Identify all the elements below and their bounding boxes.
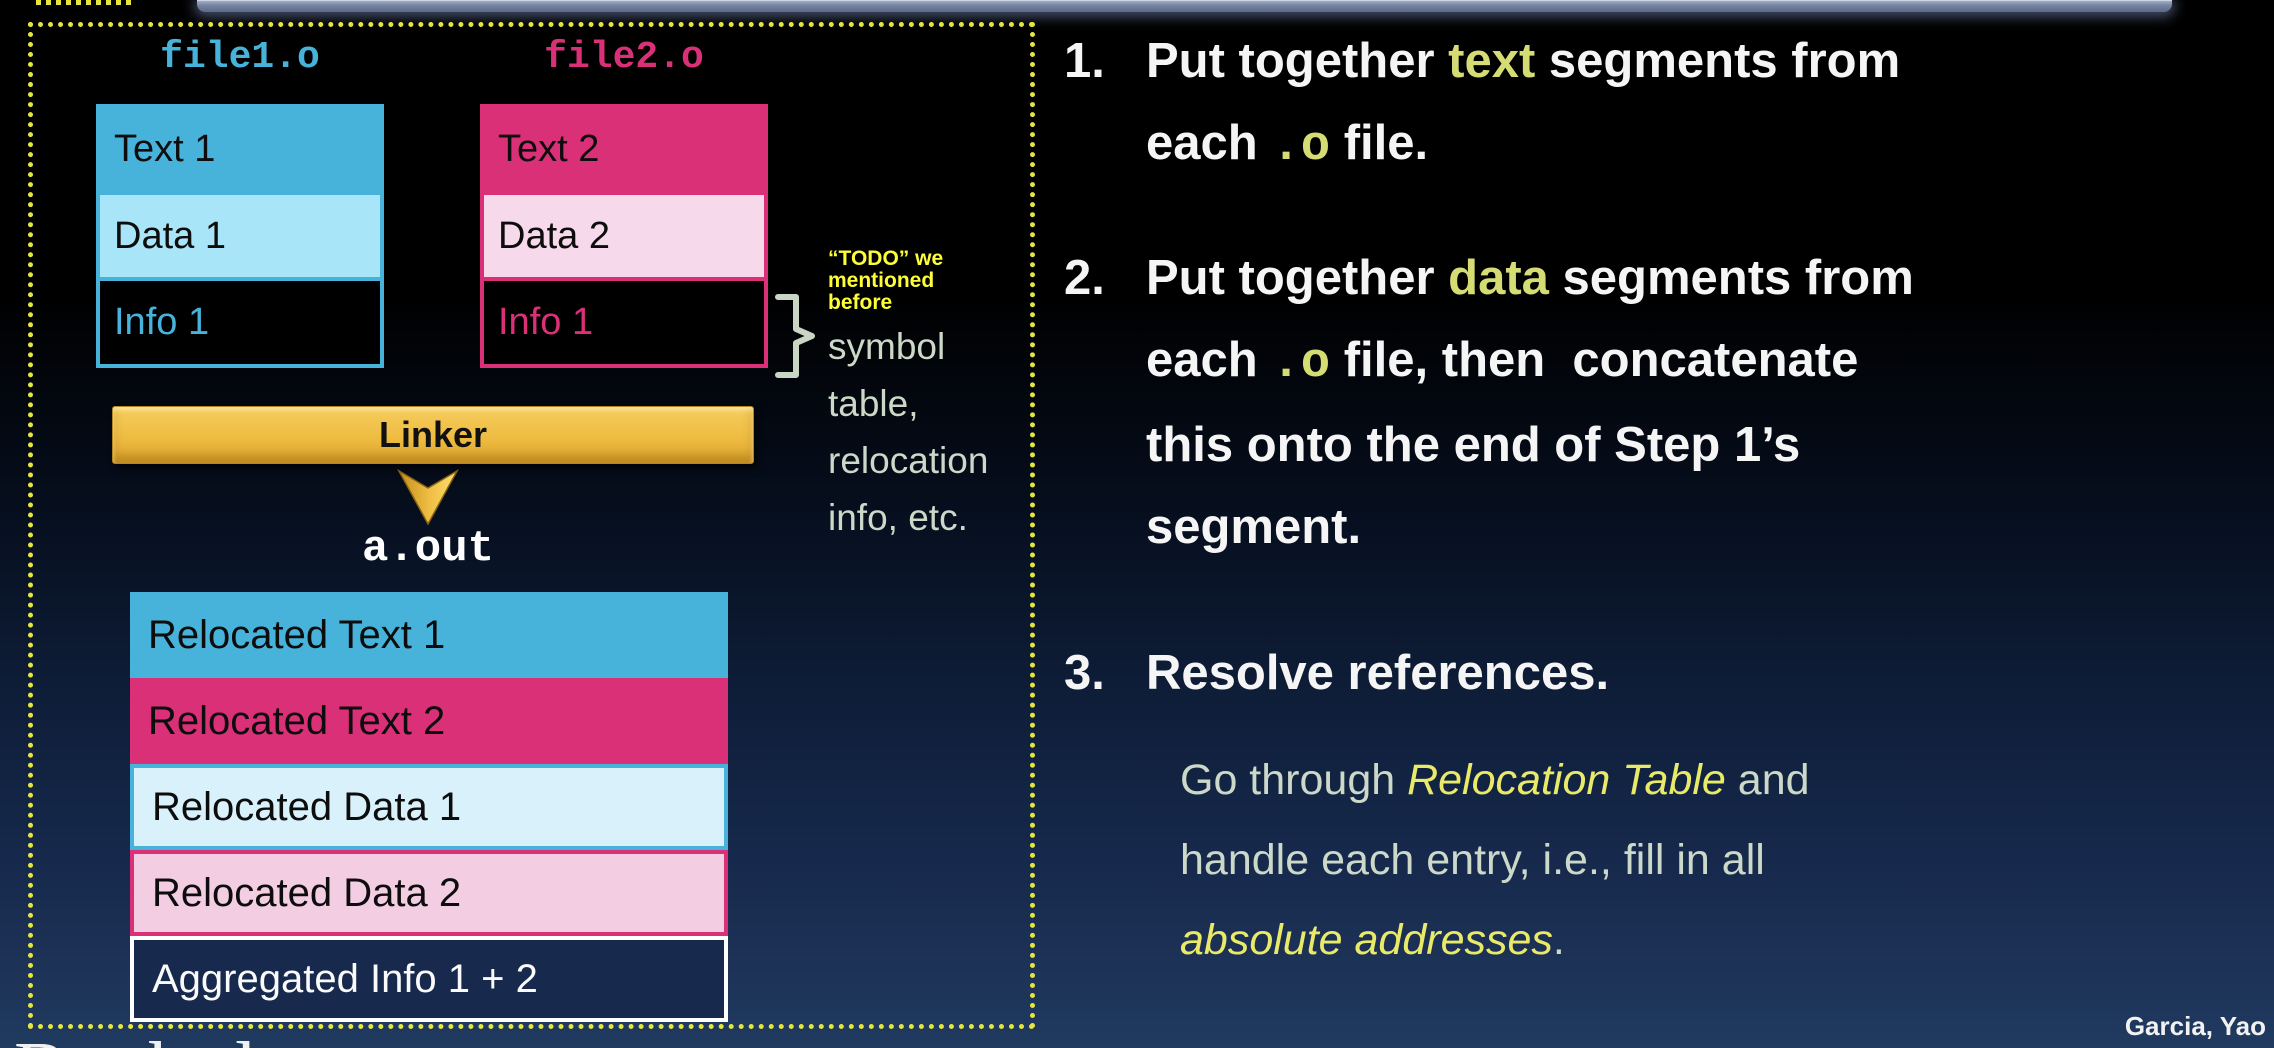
symbol-table-note-line: table, [828,383,919,424]
step-text-line: Put together text segments from [1146,34,1901,88]
file1-info-segment: Info 1 [100,277,380,365]
step-number: 3. [1064,646,1105,700]
relocated-data1-segment: Relocated Data 1 [130,764,728,850]
file2-text-segment: Text 2 [484,108,764,191]
step-text-line: each .o file. [1146,116,1429,174]
symbol-table-note-line: info, etc. [828,497,968,538]
file2-label: file2.o [544,36,704,79]
aout-output-stack: Relocated Text 1 Relocated Text 2 Reloca… [130,592,728,1022]
todo-note-line: mentioned [828,269,935,292]
step-item: 3. Resolve references. Go through Relocati… [1064,632,2264,980]
step-text-line: this onto the end of Step 1’s [1146,418,1801,472]
step-text-line: handle each entry, i.e., fill in all [1180,836,1765,884]
todo-note-line: before [828,291,893,314]
window-top-bar[interactable] [197,0,2172,12]
berkeley-watermark: Berkeley [14,1026,351,1048]
relocated-text2-segment: Relocated Text 2 [130,678,728,764]
file2-info-segment: Info 1 [484,277,764,365]
file1-label: file1.o [160,36,320,79]
step-item: 2. Put together data segments from each .o… [1064,237,2264,568]
step-body: Put together text segments from each .o f… [1146,20,1900,187]
file1-text-segment: Text 1 [100,108,380,191]
symbol-table-note: symbol table, relocation info, etc. [828,318,988,546]
steps-list: 1. Put together text segments from each .o… [1064,20,2264,980]
down-arrow-icon [397,468,459,526]
step-text-line: absolute addresses. [1180,916,1565,964]
step-body: Resolve references. Go through Relocation… [1146,632,1810,980]
symbol-table-note-line: symbol [828,326,946,367]
step-number: 2. [1064,251,1105,305]
todo-note-line: “TODO” we [828,247,944,270]
step-text-line: Put together data segments from [1146,251,1914,305]
linker-bar: Linker [103,406,763,471]
todo-note: “TODO” we mentioned before [828,248,943,314]
relocated-text1-segment: Relocated Text 1 [130,592,728,678]
step-text-line: Resolve references. [1146,646,1610,700]
step-text-line: each .o file, then concatenate [1146,333,1859,391]
step-body: Put together data segments from each .o f… [1146,237,1914,568]
diagram-dotted-frame [28,22,1035,1029]
relocated-data2-segment: Relocated Data 2 [130,850,728,936]
aggregated-info-segment: Aggregated Info 1 + 2 [130,936,728,1022]
aout-label: a.out [361,524,495,574]
symbol-table-note-line: relocation [828,440,989,481]
file2-data-segment: Data 2 [484,190,764,278]
file1-object-box: Text 1 Data 1 Info 1 [96,104,384,368]
linker-label: Linker [378,414,488,455]
step-text-line: segment. [1146,500,1362,554]
step-text-line: Go through Relocation Table and [1180,756,1810,804]
author-credit: Garcia, Yao [2124,1011,2266,1041]
stray-dotted-line [36,0,132,5]
file2-object-box: Text 2 Data 2 Info 1 [480,104,768,368]
step-number: 1. [1064,34,1105,88]
step-item: 1. Put together text segments from each .o… [1064,20,2264,187]
brace-icon [775,294,815,378]
file1-data-segment: Data 1 [100,190,380,278]
step-subtext: Go through Relocation Table and handle ea… [1180,740,1810,980]
